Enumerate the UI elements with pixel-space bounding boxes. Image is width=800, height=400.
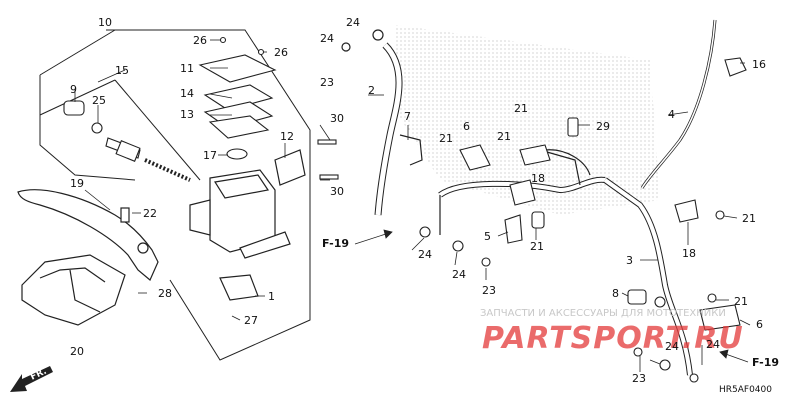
- diagram-code: HR5AF0400: [719, 385, 772, 395]
- piston-set: [63, 100, 191, 182]
- callout-7: 7: [404, 110, 411, 123]
- callout-21c: 21: [497, 130, 511, 143]
- callout-21d: 21: [530, 240, 544, 253]
- callout-28: 28: [158, 287, 172, 300]
- callout-18b: 18: [682, 247, 696, 260]
- callout-27: 27: [244, 314, 258, 327]
- callout-26b: 26: [274, 46, 288, 59]
- callout-labels: 10 15 9 25 19 26 26 11 14 13 17 12 30 30…: [70, 16, 779, 385]
- callout-13: 13: [180, 108, 194, 121]
- callout-f19b: F-19: [752, 356, 779, 369]
- callout-11: 11: [180, 62, 194, 75]
- callout-f19a: F-19: [322, 237, 349, 250]
- callout-9: 9: [70, 83, 77, 96]
- brake-hose-2: [341, 29, 423, 216]
- callout-24c: 24: [418, 248, 432, 261]
- brake-lever: [17, 189, 159, 281]
- master-cylinder-frame: [39, 29, 311, 361]
- callout-21a: 21: [439, 132, 453, 145]
- watermark: ЗАПЧАСТИ И АКСЕССУАРЫ ДЛЯ МОТОТЕХНИКИ PA…: [480, 308, 744, 356]
- callout-10: 10: [98, 16, 112, 29]
- callout-6b: 6: [756, 318, 763, 331]
- callout-14: 14: [180, 87, 194, 100]
- callout-23c: 23: [632, 372, 646, 385]
- callout-24d: 24: [452, 268, 466, 281]
- callout-25: 25: [92, 94, 106, 107]
- callout-20: 20: [70, 345, 84, 358]
- callout-21b: 21: [514, 102, 528, 115]
- callout-23a: 23: [320, 76, 334, 89]
- callout-17: 17: [203, 149, 217, 162]
- callout-19: 19: [70, 177, 84, 190]
- callout-21e: 21: [742, 212, 756, 225]
- watermark-logo: PARTSPORT.RU: [482, 321, 744, 356]
- callout-24b: 24: [320, 32, 334, 45]
- brake-pipes: [438, 19, 717, 376]
- callout-29: 29: [596, 120, 610, 133]
- callout-1: 1: [268, 290, 275, 303]
- callout-6a: 6: [463, 120, 470, 133]
- watermark-subtitle: ЗАПЧАСТИ И АКСЕССУАРЫ ДЛЯ МОТОТЕХНИКИ: [480, 308, 726, 319]
- f19-arrows: [354, 229, 749, 363]
- callout-18a: 18: [531, 172, 545, 185]
- callout-2: 2: [368, 84, 375, 97]
- callout-15: 15: [115, 64, 129, 77]
- shading-area: [395, 25, 660, 215]
- brackets-bolts: [317, 57, 747, 383]
- master-cylinder-body: [189, 149, 306, 301]
- leader-lines: [74, 39, 751, 372]
- fr-direction-arrow: FR.: [10, 366, 53, 392]
- callout-5: 5: [484, 230, 491, 243]
- callout-3: 3: [626, 254, 633, 267]
- callout-12: 12: [280, 130, 294, 143]
- callout-24a: 24: [346, 16, 360, 29]
- reservoir-cap: [198, 36, 277, 160]
- callout-24e: 24: [706, 338, 720, 351]
- lever-cover: [21, 254, 126, 326]
- callout-22: 22: [143, 207, 157, 220]
- callout-23b: 23: [482, 284, 496, 297]
- callout-30b: 30: [330, 185, 344, 198]
- callout-30a: 30: [330, 112, 344, 125]
- callout-21f: 21: [734, 295, 748, 308]
- callout-8: 8: [612, 287, 619, 300]
- callout-4: 4: [668, 108, 675, 121]
- callout-26a: 26: [193, 34, 207, 47]
- callout-16: 16: [752, 58, 766, 71]
- callout-24f: 24: [665, 340, 679, 353]
